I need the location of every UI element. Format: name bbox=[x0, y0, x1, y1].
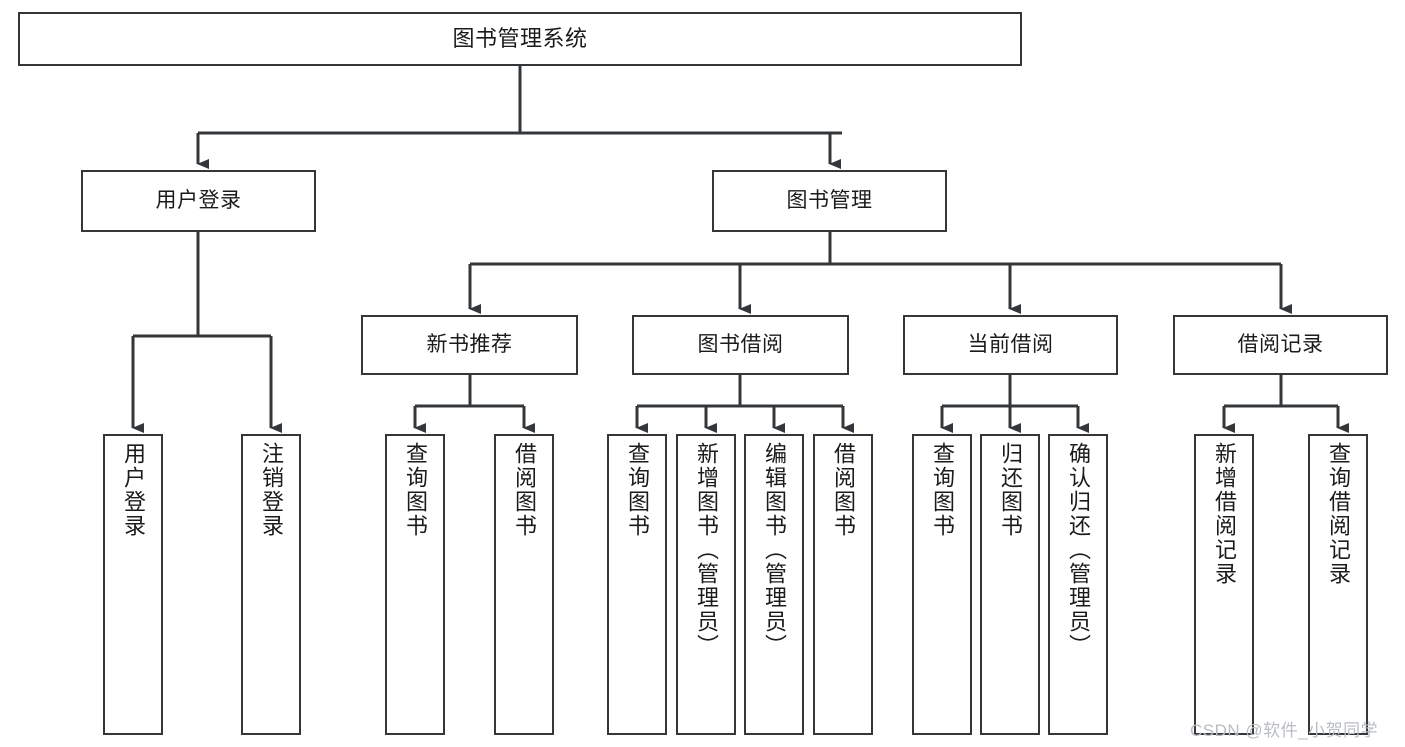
node-leaf-borrow-book-1[interactable]: 借阅图书 bbox=[494, 434, 554, 735]
node-leaf-edit-book[interactable]: 编辑图书（管理员） bbox=[744, 434, 804, 735]
node-current-borrow-label: 当前借阅 bbox=[967, 332, 1054, 356]
node-leaf-add-book[interactable]: 新增图书（管理员） bbox=[676, 434, 736, 735]
node-leaf-add-record-label: 新增借阅记录 bbox=[1212, 442, 1237, 586]
node-leaf-query-record[interactable]: 查询借阅记录 bbox=[1308, 434, 1368, 735]
node-leaf-query-book-3[interactable]: 查询图书 bbox=[912, 434, 972, 735]
node-leaf-query-book-1-label: 查询图书 bbox=[403, 442, 428, 538]
node-leaf-borrow-book-1-label: 借阅图书 bbox=[512, 442, 537, 538]
node-leaf-query-book-1[interactable]: 查询图书 bbox=[385, 434, 445, 735]
node-leaf-query-book-2[interactable]: 查询图书 bbox=[607, 434, 667, 735]
node-leaf-add-book-label: 新增图书（管理员） bbox=[694, 442, 719, 658]
node-leaf-edit-book-label: 编辑图书（管理员） bbox=[762, 442, 787, 658]
node-leaf-borrow-book-2-label: 借阅图书 bbox=[831, 442, 856, 538]
node-leaf-borrow-book-2[interactable]: 借阅图书 bbox=[813, 434, 873, 735]
node-borrow-record[interactable]: 借阅记录 bbox=[1173, 315, 1388, 375]
node-book-manage[interactable]: 图书管理 bbox=[712, 170, 947, 232]
node-leaf-logout-login-label: 注销登录 bbox=[259, 442, 284, 538]
node-user-login-label: 用户登录 bbox=[155, 188, 242, 212]
node-leaf-logout-login[interactable]: 注销登录 bbox=[241, 434, 301, 735]
node-leaf-user-login-label: 用户登录 bbox=[121, 442, 146, 538]
node-leaf-confirm-return-label: 确认归还（管理员） bbox=[1066, 442, 1091, 658]
node-leaf-query-record-label: 查询借阅记录 bbox=[1326, 442, 1351, 586]
node-leaf-return-book-label: 归还图书 bbox=[998, 442, 1023, 538]
node-user-login[interactable]: 用户登录 bbox=[81, 170, 316, 232]
node-new-book-recommend-label: 新书推荐 bbox=[426, 332, 513, 356]
node-leaf-return-book[interactable]: 归还图书 bbox=[980, 434, 1040, 735]
node-leaf-add-record[interactable]: 新增借阅记录 bbox=[1194, 434, 1254, 735]
node-leaf-query-book-3-label: 查询图书 bbox=[930, 442, 955, 538]
node-leaf-user-login[interactable]: 用户登录 bbox=[103, 434, 163, 735]
node-root-label: 图书管理系统 bbox=[452, 26, 588, 52]
node-book-borrow-label: 图书借阅 bbox=[697, 332, 784, 356]
node-root[interactable]: 图书管理系统 bbox=[18, 12, 1022, 66]
node-book-borrow[interactable]: 图书借阅 bbox=[632, 315, 849, 375]
node-book-manage-label: 图书管理 bbox=[786, 188, 873, 212]
node-leaf-confirm-return[interactable]: 确认归还（管理员） bbox=[1048, 434, 1108, 735]
csdn-watermark: CSDN @软件_小贺同学 bbox=[1190, 721, 1379, 740]
node-new-book-recommend[interactable]: 新书推荐 bbox=[361, 315, 578, 375]
node-leaf-query-book-2-label: 查询图书 bbox=[625, 442, 650, 538]
node-borrow-record-label: 借阅记录 bbox=[1237, 332, 1324, 356]
node-current-borrow[interactable]: 当前借阅 bbox=[903, 315, 1118, 375]
